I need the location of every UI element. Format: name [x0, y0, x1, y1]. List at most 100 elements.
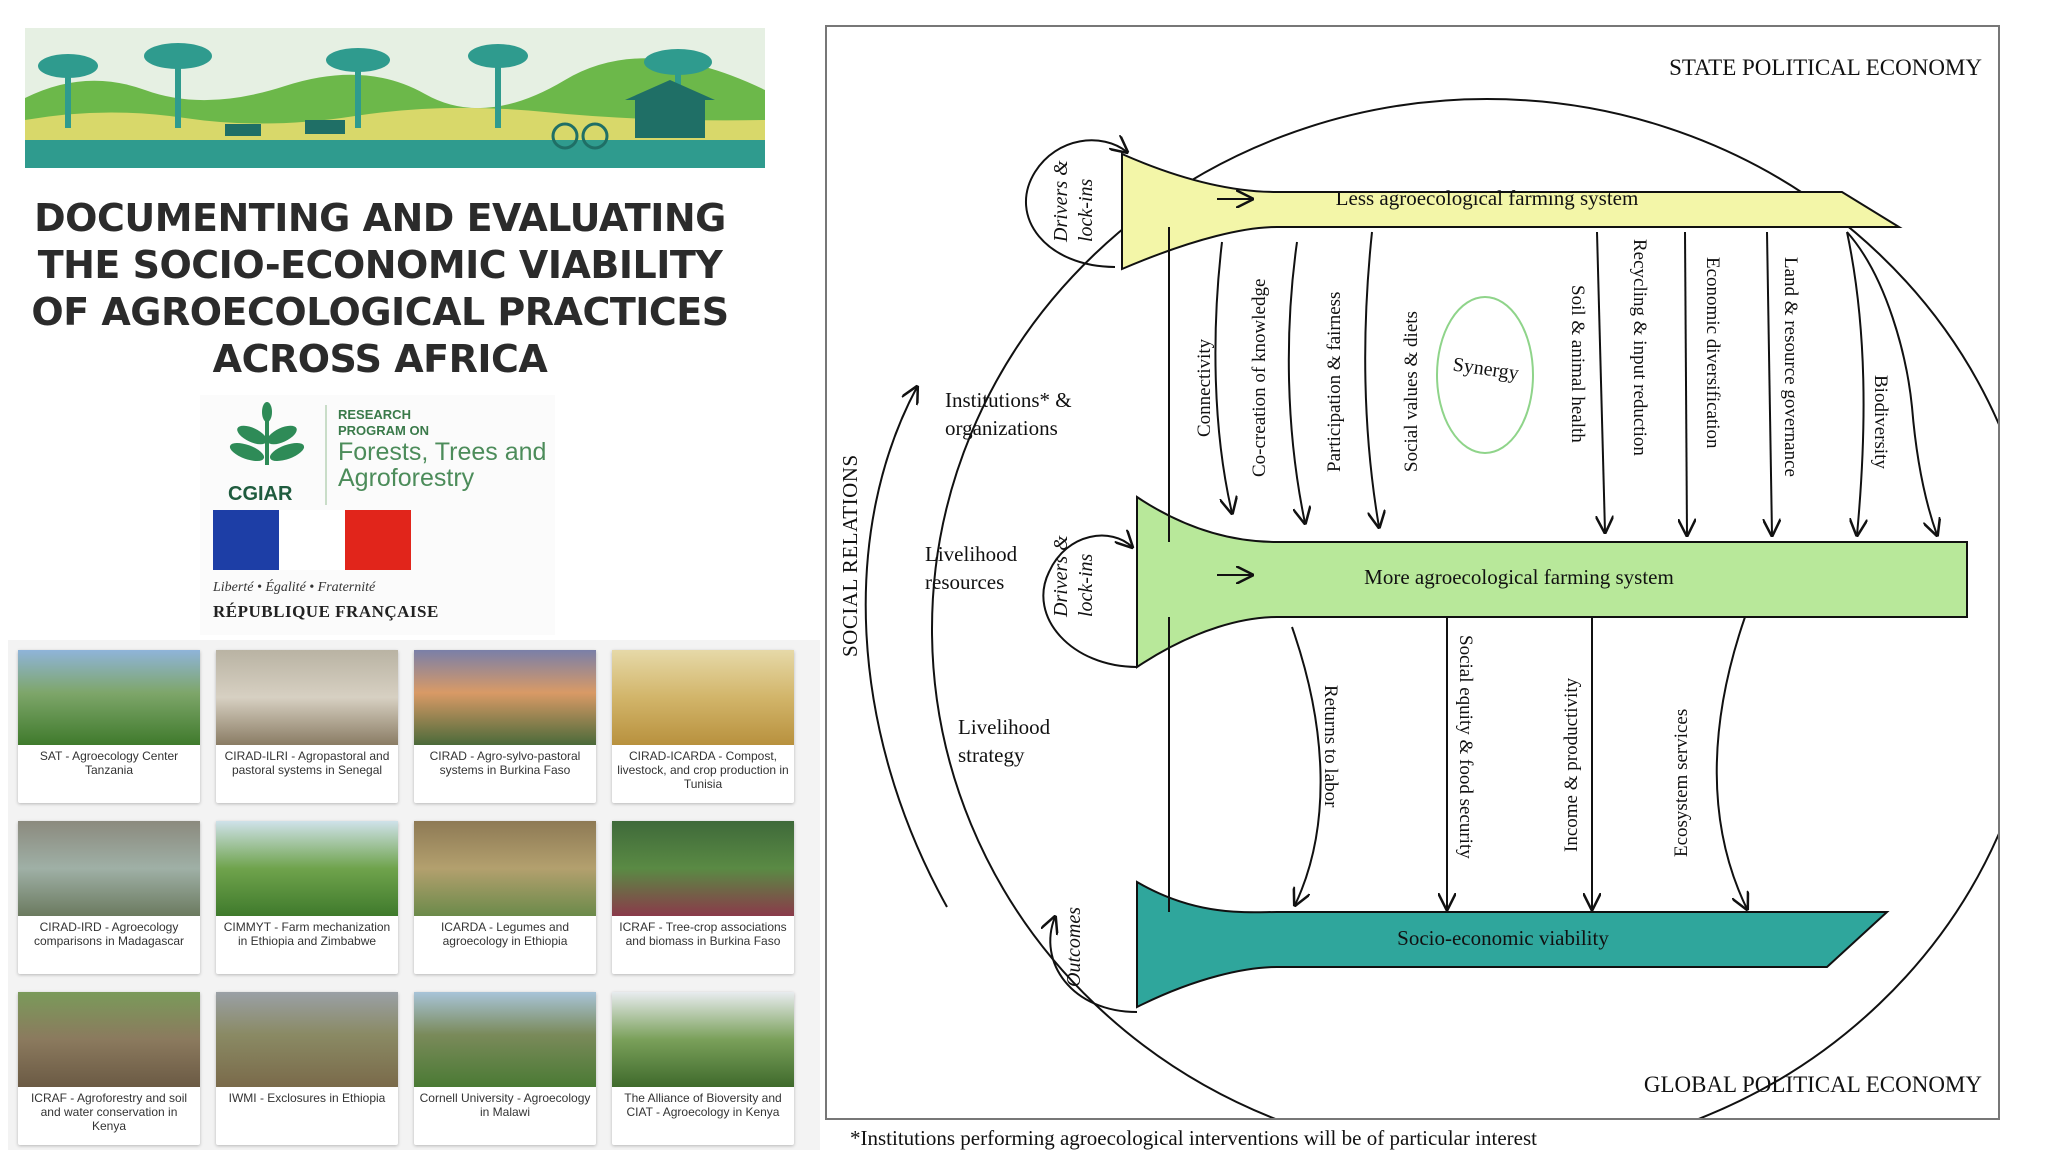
institutions-label: organizations	[945, 416, 1058, 440]
village-field-photo	[414, 992, 596, 1087]
upper-arrow-label: Recycling & input reduction	[1629, 239, 1650, 456]
lower-arrow-label: Income & productivity	[1561, 677, 1582, 852]
synergy-label: Synergy	[1451, 354, 1520, 385]
footnote: *Institutions performing agroecological …	[850, 1126, 1537, 1150]
project-caption: ICARDA - Legumes and agroecology in Ethi…	[440, 920, 570, 948]
more-agroecological-label: More agroecological farming system	[1364, 565, 1674, 589]
drivers-cycle-top	[1024, 140, 1127, 268]
logo-divider	[325, 405, 327, 505]
drivers-middle-label: lock-ins	[1075, 553, 1097, 617]
upper-arrow-label: Economic diversification	[1702, 257, 1723, 449]
arrow-returns-to-labor	[1291, 626, 1322, 905]
sunset-field-photo	[414, 650, 596, 745]
project-card[interactable]: ICARDA - Legumes and agroecology in Ethi…	[414, 821, 596, 974]
republic-motto: Liberté • Égalité • Fraternité	[213, 580, 376, 595]
upper-arrow-label: Land & resource governance	[1780, 257, 1801, 477]
upper-arrow-label: Soil & animal health	[1567, 285, 1588, 443]
socio-economic-viability-label: Socio-economic viability	[1397, 926, 1609, 950]
upper-arrow-label: Co-creation of knowledge	[1249, 279, 1270, 477]
institutions-label: Institutions* &	[945, 388, 1072, 412]
project-caption: CIRAD - Agro-sylvo-pastoral systems in B…	[429, 749, 581, 777]
program-name-line: Agroforestry	[338, 464, 475, 492]
republic-name: RÉPUBLIQUE FRANÇAISE	[213, 602, 439, 621]
project-card[interactable]: ICRAF - Tree-crop associations and bioma…	[612, 821, 794, 974]
project-card[interactable]: ICRAF - Agroforestry and soil and water …	[18, 992, 200, 1145]
livelihood-resources-label: Livelihood	[925, 542, 1018, 566]
title-line: DOCUMENTING AND EVALUATING	[34, 196, 726, 240]
header-banner-illustration	[25, 28, 765, 168]
title-line: THE SOCIO-ECONOMIC VIABILITY	[37, 243, 723, 287]
page-title: DOCUMENTING AND EVALUATING THE SOCIO-ECO…	[30, 195, 730, 383]
upper-arrow-label: Social values & diets	[1401, 311, 1422, 472]
cgiar-label: CGIAR	[228, 483, 293, 505]
arrow-participation	[1364, 231, 1379, 527]
project-caption: SAT - Agroecology Center Tanzania	[39, 749, 179, 777]
rice-paddy-photo	[18, 821, 200, 916]
drivers-cycle-middle	[1042, 536, 1138, 668]
arrow-co-creation	[1287, 241, 1305, 523]
program-small-text: RESEARCH PROGRAM ON	[338, 407, 429, 439]
farmer-field-photo	[18, 650, 200, 745]
title-line: ACROSS AFRICA	[212, 337, 548, 381]
livelihood-strategy-label: Livelihood	[958, 715, 1051, 739]
project-card[interactable]: IWMI - Exclosures in Ethiopia	[216, 992, 398, 1145]
project-card[interactable]: SAT - Agroecology Center Tanzania	[18, 650, 200, 803]
drivers-top-label: lock-ins	[1075, 178, 1097, 242]
project-caption: CIRAD-ILRI - Agropastoral and pastoral s…	[224, 749, 390, 777]
less-agroecological-label: Less agroecological farming system	[1336, 186, 1639, 210]
partner-logos: CGIAR RESEARCH PROGRAM ON Forests, Trees…	[200, 395, 555, 635]
program-small-line: RESEARCH	[338, 407, 411, 422]
more-agroecological-band	[1136, 495, 1968, 669]
drivers-top-label: Drivers &	[1050, 160, 1072, 243]
project-caption: IWMI - Exclosures in Ethiopia	[228, 1091, 386, 1105]
livelihood-strategy-label: strategy	[958, 743, 1025, 767]
project-caption: CIRAD-IRD - Agroecology comparisons in M…	[33, 920, 185, 948]
arrow-recycling	[1767, 231, 1772, 535]
farmers-crop-photo	[216, 821, 398, 916]
project-card[interactable]: CIRAD-ILRI - Agropastoral and pastoral s…	[216, 650, 398, 803]
livelihood-resources-label: resources	[925, 570, 1004, 594]
landscape-photo	[216, 992, 398, 1087]
lower-arrow-label: Returns to labor	[1320, 685, 1341, 808]
tree-crop-photo	[612, 821, 794, 916]
outcomes-cycle	[1050, 917, 1138, 1013]
project-caption: ICRAF - Tree-crop associations and bioma…	[619, 920, 787, 948]
arrow-social-values	[1597, 231, 1605, 532]
banana-field-photo	[612, 992, 794, 1087]
project-caption: Cornell University - Agroecology in Mala…	[419, 1091, 591, 1119]
wheat-field-photo	[612, 650, 794, 745]
project-grid: SAT - Agroecology Center Tanzania CIRAD-…	[8, 640, 820, 1150]
arrow-connectivity	[1214, 241, 1232, 513]
project-card[interactable]: CIRAD-IRD - Agroecology comparisons in M…	[18, 821, 200, 974]
french-flag-logo	[213, 510, 411, 570]
drivers-middle-label: Drivers &	[1050, 535, 1072, 618]
arrow-land-governance	[1846, 231, 1937, 535]
agroecology-framework-diagram: STATE POLITICAL ECONOMY GLOBAL POLITICAL…	[825, 25, 2043, 1152]
synergy-ellipse	[1436, 296, 1534, 454]
project-caption: CIRAD-ICARDA - Compost, livestock, and c…	[617, 749, 789, 791]
project-caption: ICRAF - Agroforestry and soil and water …	[30, 1091, 188, 1133]
soil-work-photo	[18, 992, 200, 1087]
project-card[interactable]: CIRAD-ICARDA - Compost, livestock, and c…	[612, 650, 794, 803]
program-name-line: Forests, Trees and	[338, 438, 547, 466]
state-political-economy: STATE POLITICAL ECONOMY	[1669, 55, 1982, 80]
legume-harvest-photo	[414, 821, 596, 916]
arrow-soil-health	[1685, 231, 1687, 535]
social-relations-label: SOCIAL RELATIONS	[838, 454, 862, 657]
project-caption: The Alliance of Bioversity and CIAT - Ag…	[624, 1091, 782, 1119]
project-card[interactable]: The Alliance of Bioversity and CIAT - Ag…	[612, 992, 794, 1145]
lower-arrow-label: Social equity & food security	[1455, 635, 1476, 859]
outcomes-label: Outcomes	[1063, 907, 1085, 987]
global-political-economy: GLOBAL POLITICAL ECONOMY	[1644, 1072, 1983, 1097]
project-card[interactable]: Cornell University - Agroecology in Mala…	[414, 992, 596, 1145]
program-small-line: PROGRAM ON	[338, 423, 429, 438]
upper-arrow-label: Connectivity	[1194, 338, 1215, 437]
outcomes-to-drivers-cycle-arrow	[864, 387, 948, 908]
cattle-photo	[216, 650, 398, 745]
project-caption: CIMMYT - Farm mechanization in Ethiopia …	[223, 920, 391, 948]
less-agroecological-band	[1121, 152, 1903, 271]
project-card[interactable]: CIMMYT - Farm mechanization in Ethiopia …	[216, 821, 398, 974]
cgiar-logo-icon	[229, 402, 305, 465]
project-card[interactable]: CIRAD - Agro-sylvo-pastoral systems in B…	[414, 650, 596, 803]
upper-arrow-label: Participation & fairness	[1324, 292, 1345, 472]
